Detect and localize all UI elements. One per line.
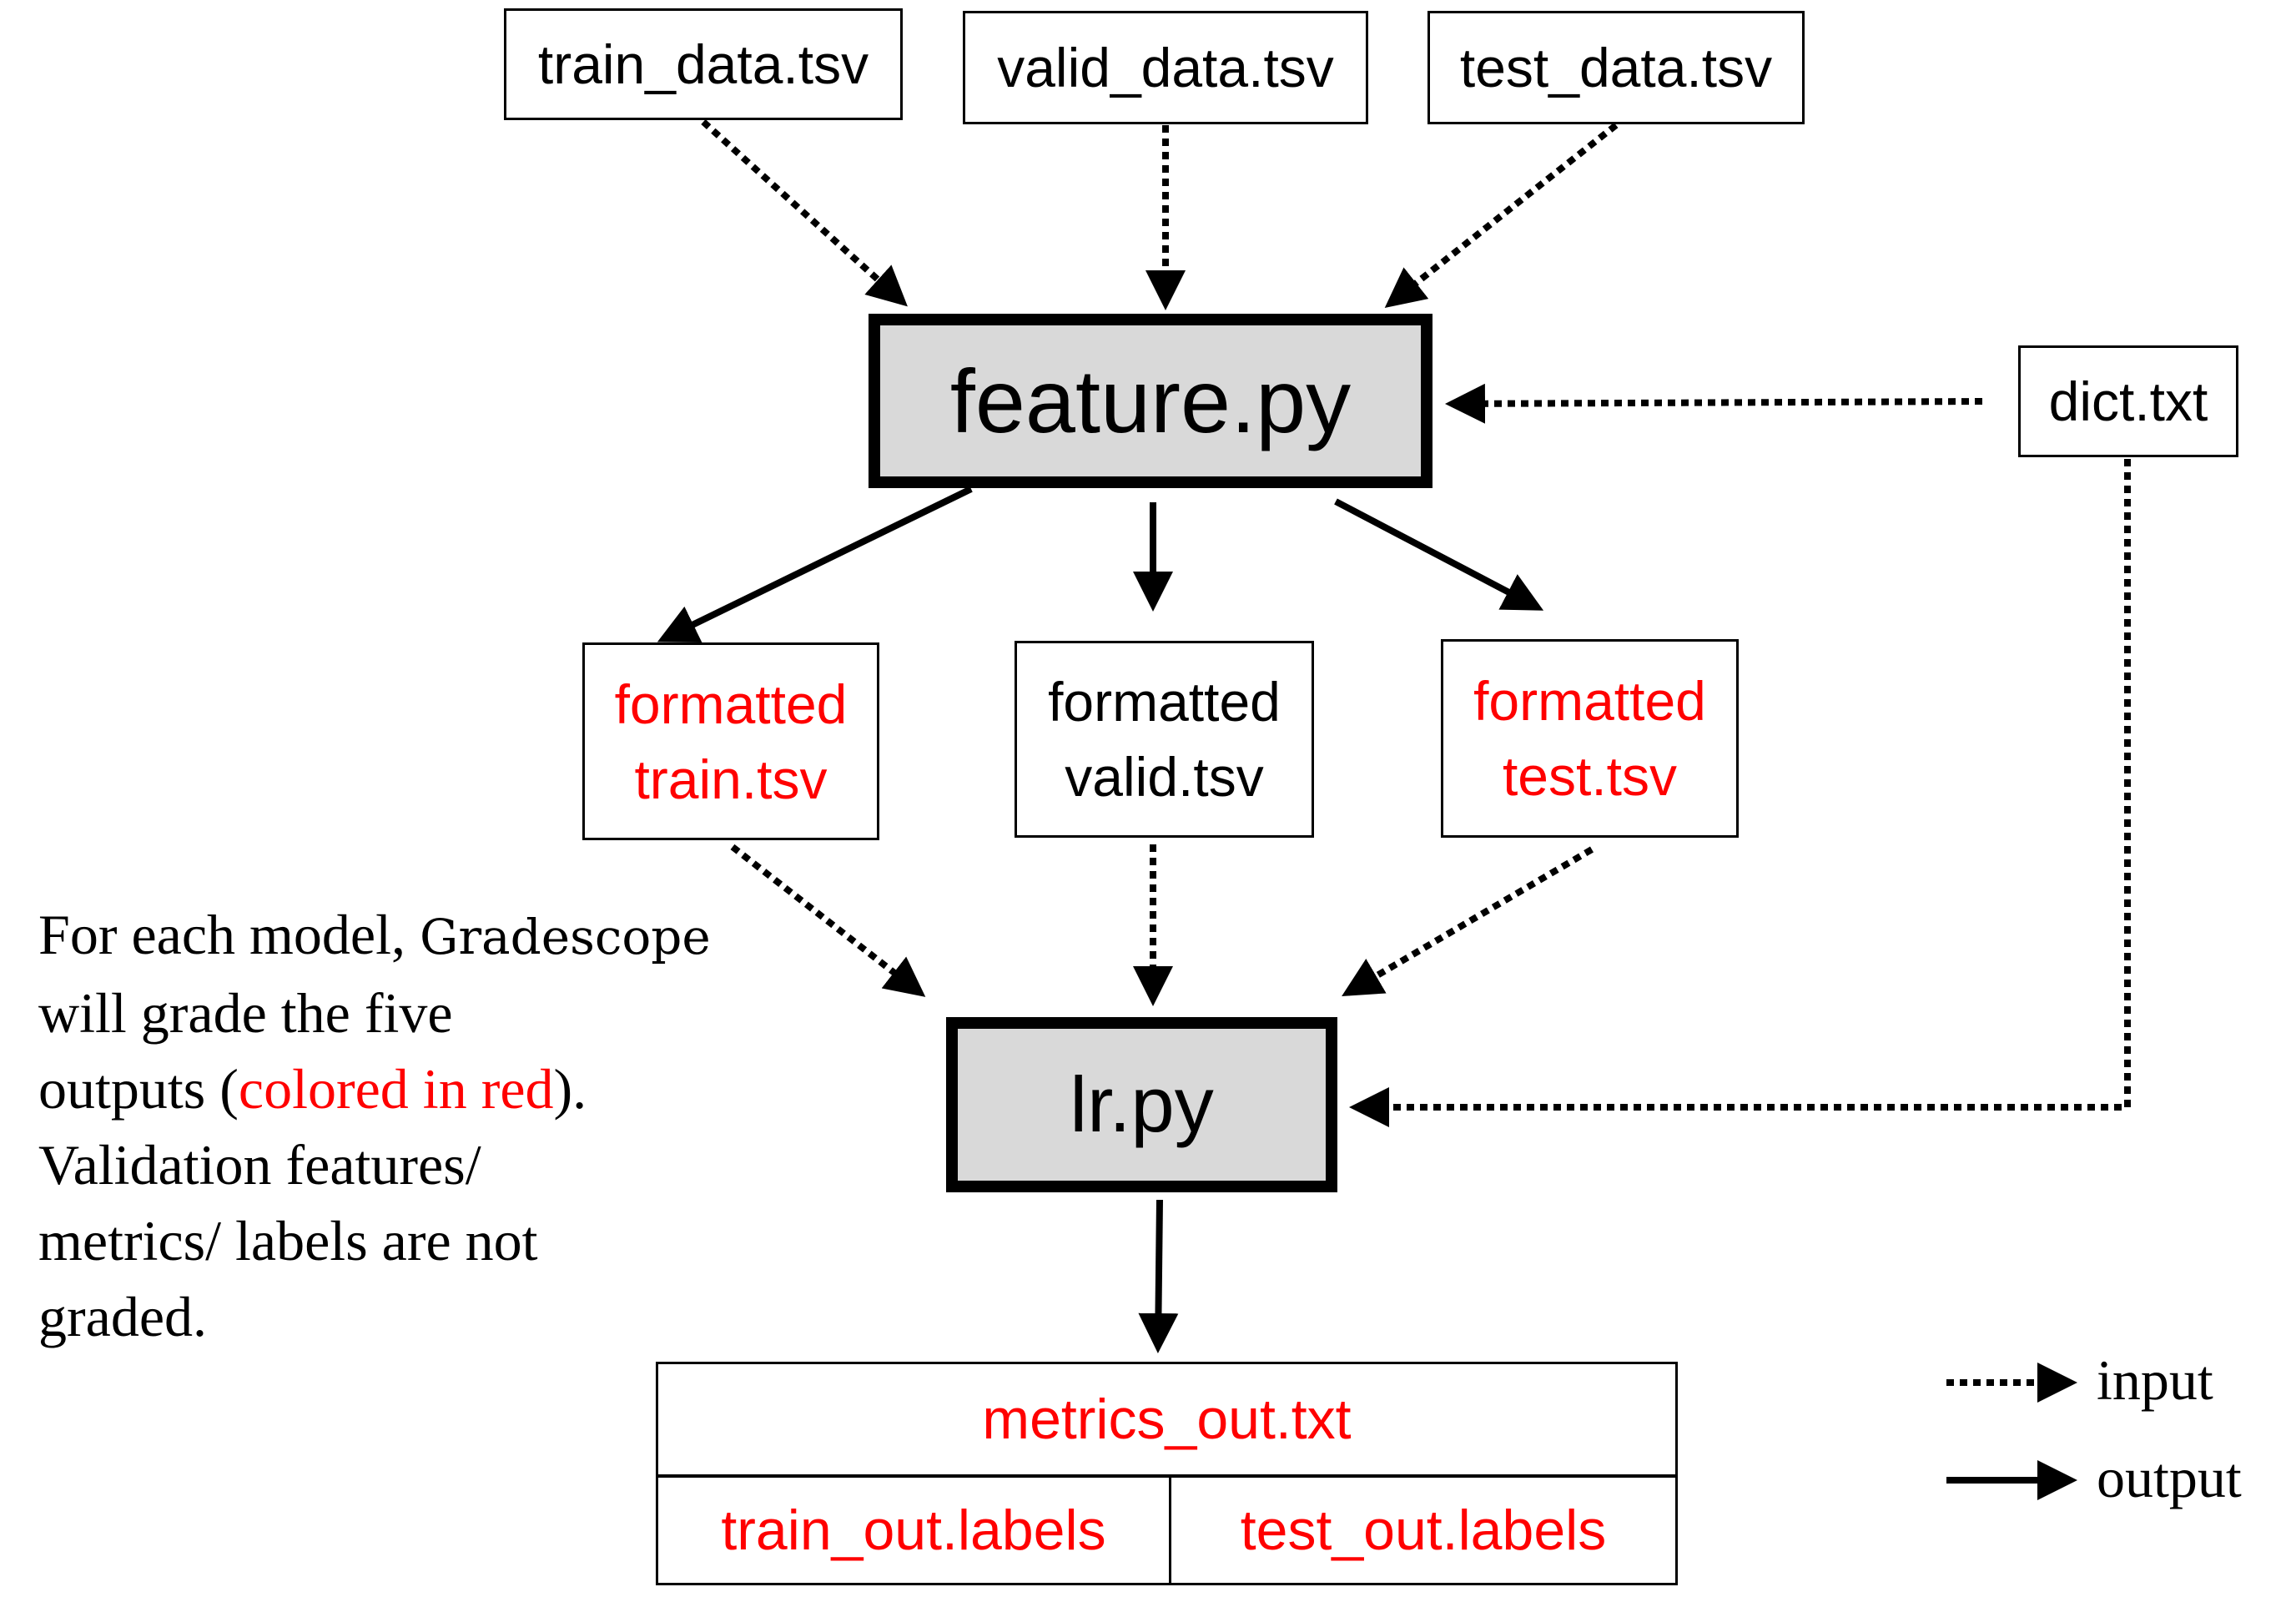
test-data-node: test_data.tsv [1427, 11, 1805, 124]
formatted-train-node: formatted train.tsv [582, 642, 879, 840]
edge-dict-to-feature [1445, 383, 1983, 424]
formatted-train-line1: formatted [614, 673, 848, 735]
formatted-test-line1: formatted [1473, 670, 1706, 732]
edge-formatted-test-to-lr [1342, 846, 1594, 997]
legend-input-label: input [2097, 1348, 2213, 1412]
lr-program-node: lr.py [946, 1017, 1337, 1192]
legend-output-label: output [2097, 1446, 2242, 1509]
dict-node: dict.txt [2018, 345, 2238, 457]
note-part1: For each model, [38, 903, 405, 966]
feature-program-label: feature.py [949, 350, 1352, 451]
valid-data-label: valid_data.tsv [997, 37, 1334, 98]
formatted-test-line2: test.tsv [1502, 745, 1678, 807]
test-data-label: test_data.tsv [1459, 37, 1773, 98]
formatted-valid-line2: valid.tsv [1065, 746, 1264, 808]
edge-feature-to-formatted-train [657, 486, 973, 643]
formatted-train-line2: train.tsv [634, 748, 828, 810]
train-data-node: train_data.tsv [504, 8, 903, 120]
note-grader: Gradescope [419, 909, 711, 965]
train-data-label: train_data.tsv [537, 33, 869, 95]
edge-train-data-to-feature [701, 119, 908, 307]
valid-data-node: valid_data.tsv [963, 11, 1368, 124]
edge-test-data-to-feature [1384, 122, 1619, 308]
edge-formatted-train-to-lr [730, 844, 926, 997]
edge-lr-to-outputs [1138, 1199, 1179, 1353]
edge-dict-to-lr [1349, 459, 2131, 1127]
formatted-valid-line1: formatted [1048, 671, 1281, 733]
note-red-phrase: colored in red [238, 1057, 554, 1121]
edge-feature-to-formatted-test [1334, 498, 1544, 611]
outputs-table: metrics_out.txt train_out.labels test_ou… [656, 1362, 1678, 1585]
test-out-labels-cell: test_out.labels [1240, 1499, 1607, 1562]
dict-label: dict.txt [2048, 370, 2208, 432]
lr-program-label: lr.py [1070, 1060, 1214, 1148]
formatted-test-node: formatted test.tsv [1441, 639, 1739, 838]
formatted-valid-node: formatted valid.tsv [1015, 641, 1314, 838]
metrics-out-cell: metrics_out.txt [658, 1364, 1675, 1478]
feature-program-node: feature.py [869, 314, 1432, 488]
train-out-labels-cell: train_out.labels [658, 1478, 1171, 1583]
